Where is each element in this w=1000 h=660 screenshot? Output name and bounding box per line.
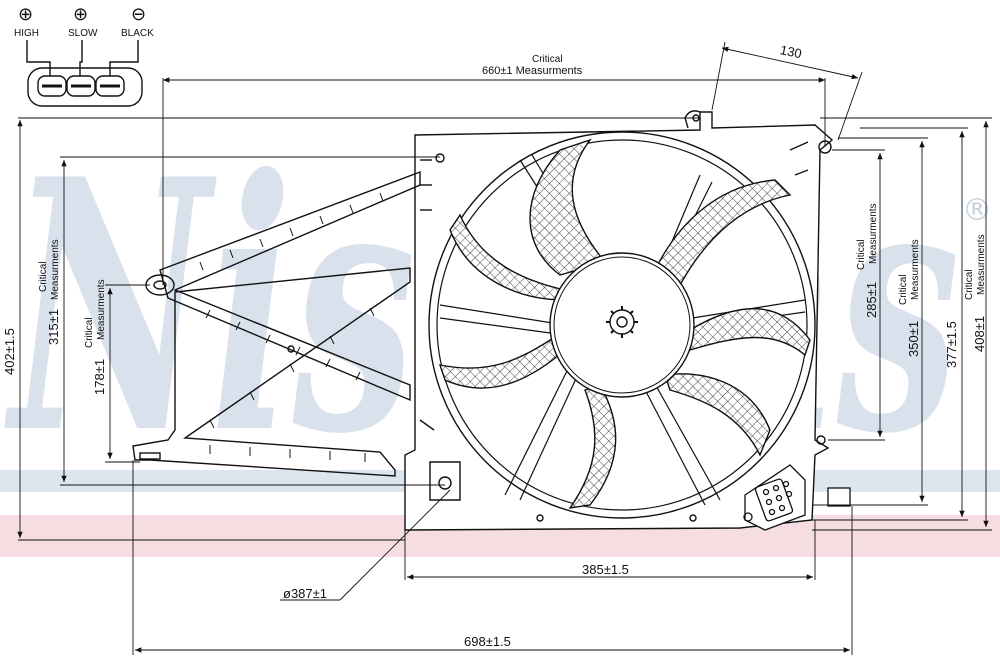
dim-285-value: 285±1 bbox=[864, 282, 879, 318]
dim-315-caption: Critical bbox=[38, 261, 49, 292]
dim-130-value: 130 bbox=[779, 42, 803, 61]
dim-350-caption: Critical bbox=[898, 274, 909, 305]
pin-black-symbol: ⊖ bbox=[131, 4, 146, 25]
dim-408-sub: Measurments bbox=[976, 234, 987, 295]
dim-diameter-value: ø387±1 bbox=[283, 586, 327, 601]
pin-slow-label: SLOW bbox=[68, 28, 98, 39]
dim-408-value: 408±1 bbox=[972, 316, 987, 352]
dimension-labels: Critical 660±1 Measurments 130 402±1.5 C… bbox=[2, 42, 987, 649]
pin-high-symbol: ⊕ bbox=[18, 4, 33, 25]
dim-315-sub: Measurments bbox=[50, 239, 61, 300]
dim-660-caption: Critical bbox=[532, 54, 563, 65]
pin-high-label: HIGH bbox=[14, 28, 39, 39]
pin-black-label: BLACK bbox=[121, 28, 154, 39]
dim-178-sub: Measurments bbox=[96, 279, 107, 340]
dim-377-value: 377±1.5 bbox=[944, 321, 959, 368]
dim-315-value: 315±1 bbox=[46, 309, 61, 345]
motor-connector bbox=[743, 464, 851, 531]
dim-402-value: 402±1.5 bbox=[2, 328, 17, 375]
dim-178-caption: Critical bbox=[84, 317, 95, 348]
dim-660-value: 660±1 Measurments bbox=[482, 65, 583, 77]
dim-285-caption: Critical bbox=[856, 239, 867, 270]
connector-diagram: ⊕ ⊕ ⊖ HIGH SLOW BLACK bbox=[14, 4, 154, 107]
dim-350-value: 350±1 bbox=[906, 321, 921, 357]
dim-350-sub: Measurments bbox=[910, 239, 921, 300]
mounting-bracket bbox=[132, 170, 421, 477]
pin-slow-symbol: ⊕ bbox=[73, 4, 88, 25]
fan-rotor bbox=[428, 131, 816, 519]
dim-698-value: 698±1.5 bbox=[464, 634, 511, 649]
dimension-lines bbox=[17, 41, 992, 655]
dim-385-value: 385±1.5 bbox=[582, 562, 629, 577]
dim-285-sub: Measurments bbox=[868, 203, 879, 264]
dim-178-value: 178±1 bbox=[92, 359, 107, 395]
registered-mark: ® bbox=[962, 193, 992, 228]
dim-408-caption: Critical bbox=[964, 269, 975, 300]
